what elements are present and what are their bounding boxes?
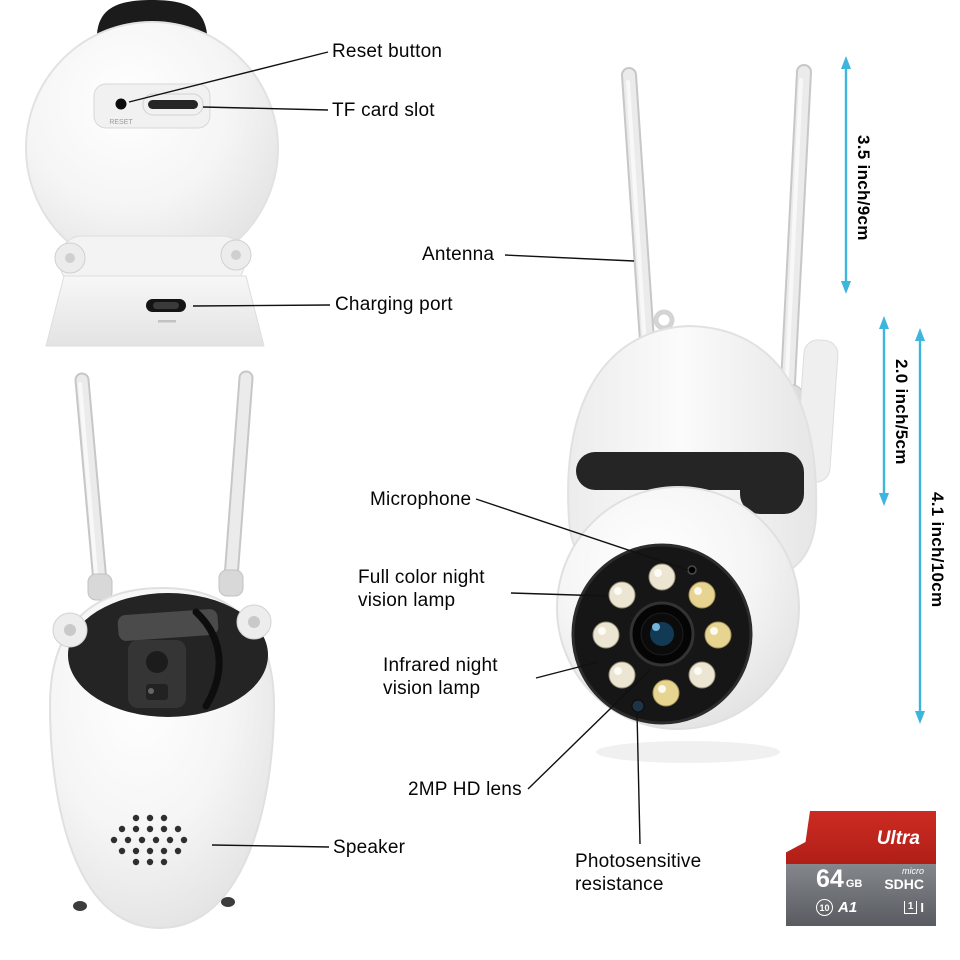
sd-capacity-unit: GB [845, 878, 863, 890]
leader-lines [128, 51, 689, 848]
lens-glint [652, 623, 660, 631]
label-tf-card-slot: TF card slot [332, 100, 435, 121]
label-photosensitive: Photosensitive resistance [575, 851, 702, 895]
reset-marking: RESET [109, 119, 133, 126]
dimension-head-width: 2.0 inch/5cm [892, 359, 911, 465]
sd-uhs-bus-icon: 1 [903, 901, 918, 914]
dark-visor-side [740, 452, 804, 514]
dimension-arrows [841, 56, 925, 724]
camera-main-view [556, 64, 839, 763]
hinge-ear-left-dot [64, 624, 76, 636]
sd-speed-row: 10 A1 [816, 899, 857, 916]
interior-block [146, 684, 168, 700]
leader-charging [192, 304, 331, 307]
dimension-body-height: 4.1 inch/10cm [928, 492, 947, 608]
camera-bottom-view [48, 370, 276, 930]
sd-logo-sdhc: SDHC [884, 876, 924, 892]
leader-antenna [504, 254, 635, 262]
night-vision-lamps [592, 563, 732, 707]
leader-tf-slot [202, 106, 329, 111]
foot-right [221, 897, 235, 907]
label-charging-port: Charging port [335, 294, 453, 315]
leader-microphone [475, 498, 689, 571]
body-shadow [596, 741, 780, 763]
tf-card-slot [148, 100, 198, 109]
photosensitive-resistor [631, 699, 645, 713]
leader-lens [527, 668, 652, 790]
antenna-left-highlight [78, 382, 98, 577]
sd-series-label: Ultra [876, 828, 920, 849]
charging-port-inner [153, 302, 179, 309]
interior-gear [146, 651, 168, 673]
leader-fullcolor [510, 592, 608, 597]
hanging-hook [653, 309, 675, 331]
antenna-hinge-left [87, 573, 113, 601]
reset-button-hole [115, 98, 127, 110]
sd-capacity-number: 64 [816, 865, 844, 893]
foot-left [73, 901, 87, 911]
label-hd-lens: 2MP HD lens [408, 779, 522, 800]
hinge-ear-right-dot [248, 616, 260, 628]
dimension-antenna-length: 3.5 inch/9cm [854, 134, 873, 241]
sd-format-logo: micro SDHC [884, 866, 924, 892]
label-infrared-lamp: Infrared night vision lamp [383, 655, 498, 699]
leader-infrared [535, 661, 599, 679]
leader-reset [128, 51, 329, 103]
dark-visor-band [576, 452, 786, 490]
sd-a1-rating: A1 [838, 899, 858, 916]
leader-speaker [211, 844, 330, 848]
sd-uhs-roman: I [920, 900, 924, 915]
port-marking [158, 320, 176, 323]
interior-cable [192, 608, 223, 710]
hinge-knob-left-dot [65, 253, 75, 263]
label-antenna: Antenna [422, 244, 495, 265]
camera-face-rim [571, 543, 753, 725]
leader-photosensitive [636, 711, 641, 845]
antenna-left-body [76, 374, 106, 588]
main-antenna-right-highlight [784, 78, 803, 398]
antenna-hinge-right [218, 569, 244, 597]
interior-bracket [117, 609, 219, 641]
label-speaker: Speaker [333, 837, 406, 858]
camera-back-view: RESET [25, 0, 279, 347]
speaker-grille [110, 814, 188, 866]
tf-slot-surround [142, 93, 204, 116]
microphone-hole [687, 565, 697, 575]
interior-motor [128, 640, 186, 708]
label-full-color-lamp: Full color night vision lamp [358, 567, 485, 611]
label-microphone: Microphone [370, 489, 472, 510]
sd-logo-micro: micro [902, 866, 924, 876]
sd-uhs-mark: 1 I [903, 900, 924, 915]
interior-screw [148, 688, 154, 694]
sd-class10-icon: 10 [816, 899, 833, 916]
label-reset-button: Reset button [332, 41, 443, 62]
hinge-knob-right-dot [231, 250, 241, 260]
antenna-right-body [225, 372, 252, 584]
